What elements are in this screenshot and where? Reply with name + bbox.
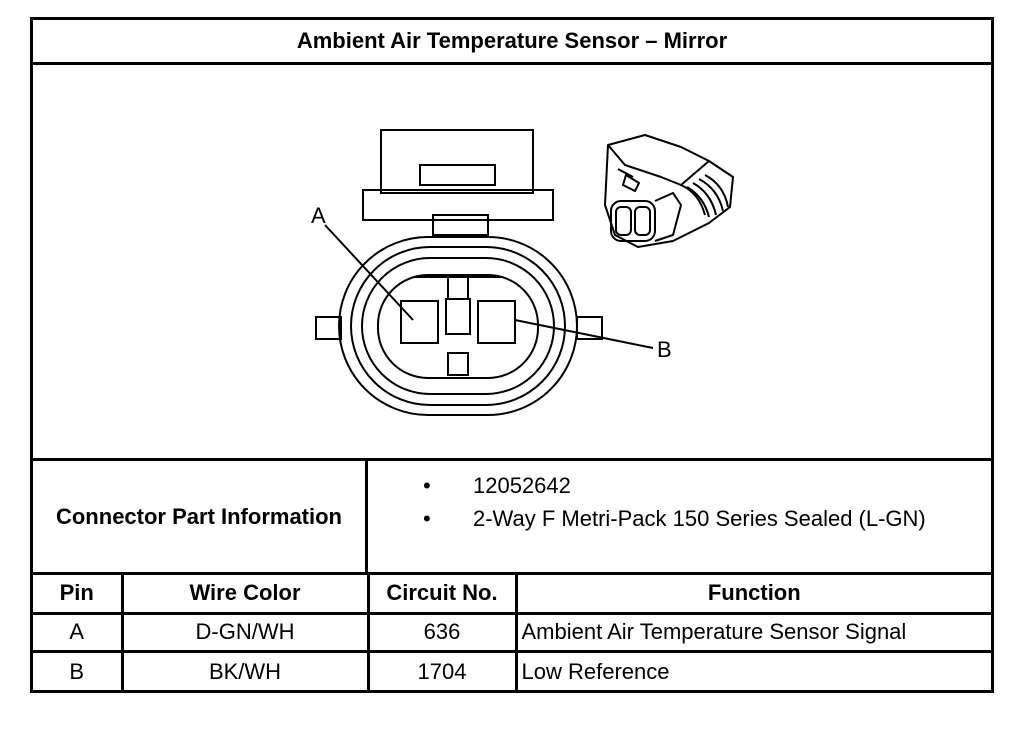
outer-seal-ring [338,236,578,416]
cell-circuit-no: 636 [366,611,518,654]
connector-description: 2-Way F Metri-Pack 150 Series Sealed (L-… [473,506,926,531]
leader-line-a [324,224,414,321]
seal-rib-2 [692,182,717,216]
connector-side-face [654,192,682,242]
cell-wire-color: BK/WH [120,650,370,690]
pin-label-b: B [657,337,672,362]
bullet-icon: • [423,506,431,531]
table-row: B BK/WH 1704 Low Reference [33,650,991,690]
cell-function: Low Reference [514,650,991,690]
seal-rib-3 [698,178,724,212]
table-row: A D-GN/WH 636 Ambient Air Temperature Se… [33,611,991,654]
latch-tab [622,174,640,192]
connector-sheet: Ambient Air Temperature Sensor – Mirror [30,17,994,693]
seal-rib-4 [704,174,729,208]
thumbnail-terminal-a [615,206,632,236]
header-wire-color: Wire Color [120,575,370,615]
cell-pin: B [33,650,124,690]
seal-edge [680,184,706,216]
bullet-icon: • [423,473,431,498]
connector-face [315,129,654,416]
bottom-center-key [447,352,469,376]
connector-body-outline [604,134,734,248]
terminal-b [477,300,516,344]
latch-arm [617,168,634,178]
center-rib [445,298,471,335]
pin-table: Pin Wire Color Circuit No. Function A D-… [33,575,991,690]
list-item: • 2-Way F Metri-Pack 150 Series Sealed (… [368,506,991,536]
inner-seal-ring [361,257,555,395]
table-header-row: Pin Wire Color Circuit No. Function [33,575,991,615]
part-info-list: • 12052642 • 2-Way F Metri-Pack 150 Seri… [368,461,991,572]
pin-label-a: A [311,203,326,228]
header-function: Function [514,575,991,615]
thumbnail-terminal-b [634,206,651,236]
connector-part-information-label: Connector Part Information [33,461,368,572]
connector-isometric-view [604,134,734,248]
connector-top-face [607,144,710,186]
header-circuit-no: Circuit No. [366,575,518,615]
leader-line-b [514,319,654,349]
part-number: 12052642 [473,473,571,498]
cell-circuit-no: 1704 [366,650,518,690]
cell-wire-color: D-GN/WH [120,611,370,654]
cell-function: Ambient Air Temperature Sensor Signal [514,611,991,654]
latch-window [419,164,496,186]
connector-face-drawing: A B [311,129,734,416]
terminal-cavity [377,274,539,379]
connector-diagram: A B [33,65,991,458]
cell-pin: A [33,611,124,654]
left-mounting-tab [315,316,342,340]
connector-face-outline [610,200,656,242]
top-center-key [447,276,469,300]
connector-part-information: Connector Part Information • 12052642 • … [33,458,991,575]
connector-shoulder [362,189,554,221]
seal-rib-1 [686,186,710,218]
page-title: Ambient Air Temperature Sensor – Mirror [33,20,991,65]
terminal-a [400,300,439,344]
header-pin: Pin [33,575,124,615]
shoulder-key [432,214,489,236]
list-item: • 12052642 [368,473,991,503]
connector-latch [380,129,534,194]
middle-seal-ring [350,246,566,406]
